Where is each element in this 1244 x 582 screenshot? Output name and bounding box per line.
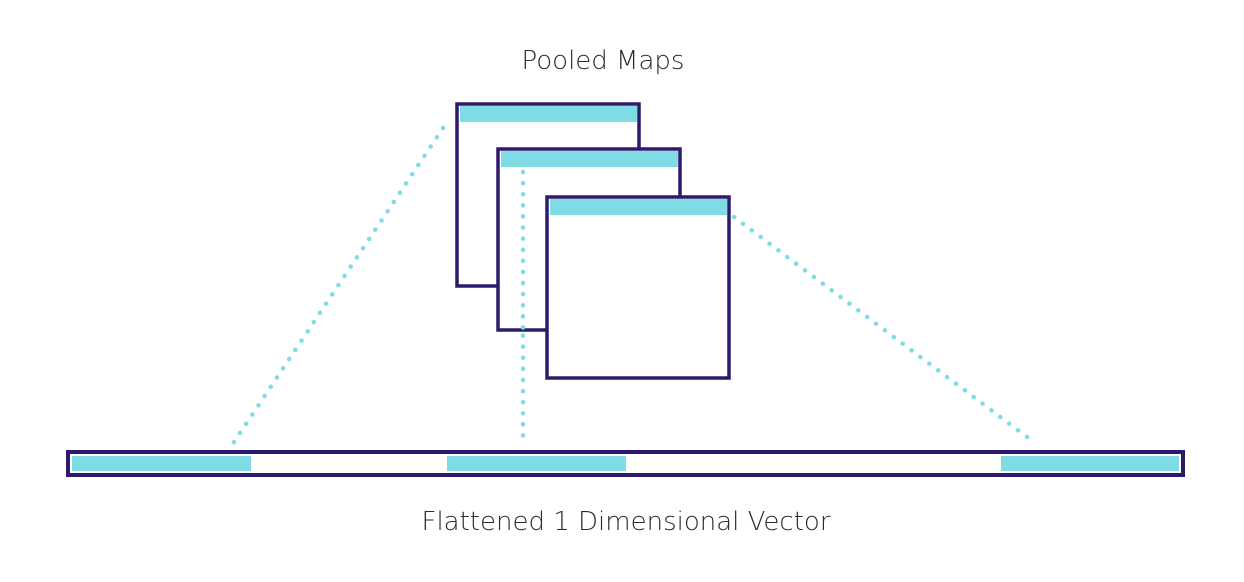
vector-segment-3 [1001, 456, 1179, 471]
pooled-maps-title: Pooled Maps [522, 46, 685, 76]
map-highlight-row [460, 106, 637, 122]
map-frame [545, 195, 731, 380]
connector-left [229, 125, 446, 448]
vector-segment-1 [72, 456, 251, 471]
connector-right [731, 214, 1030, 440]
vector-segment-2 [447, 456, 626, 471]
flattened-vector [66, 450, 1185, 477]
vector-caption: Flattened 1 Dimensional Vector [421, 507, 830, 537]
pooled-map-3 [545, 195, 731, 380]
map-highlight-row [550, 199, 727, 215]
map-highlight-row [501, 151, 678, 167]
